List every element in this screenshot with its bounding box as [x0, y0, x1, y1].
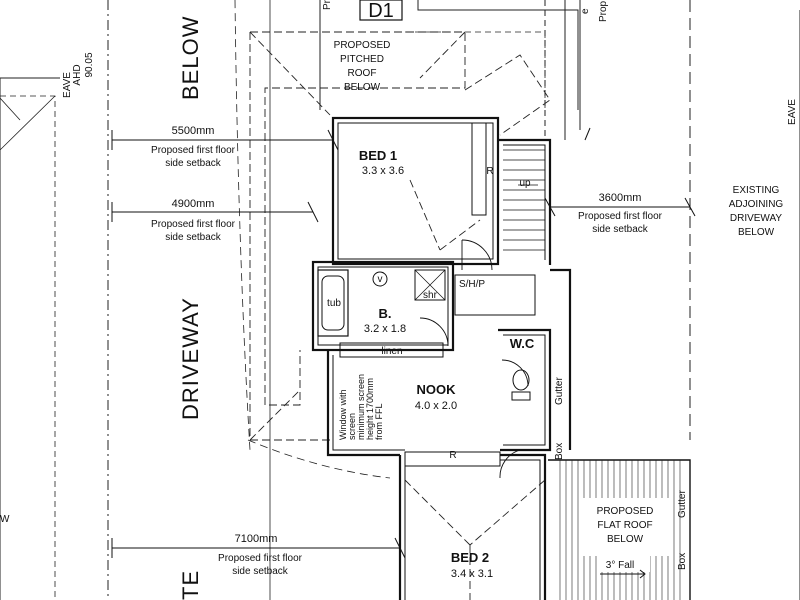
- setback-4-line1: Proposed first floor: [578, 211, 663, 222]
- existing-driveway-note-3: DRIVEWAY: [730, 213, 783, 224]
- setback-2-line2: side setback: [165, 232, 222, 243]
- bed1-size: 3.3 x 3.6: [362, 165, 404, 177]
- setback-4-line2: side setback: [592, 224, 649, 235]
- robe-label-bed1: R: [486, 166, 493, 177]
- tub-label: tub: [327, 298, 341, 309]
- stair-treads: [503, 149, 545, 251]
- linen-label: linen: [381, 346, 402, 357]
- wc-name: W.C: [510, 336, 535, 351]
- pitched-roof-note-2: PITCHED: [340, 54, 384, 65]
- flat-roof-label-bg: [580, 498, 670, 556]
- shower-label: shr: [423, 290, 438, 301]
- fall-arrow-icon: [600, 569, 646, 579]
- setback-1-line2: side setback: [165, 158, 222, 169]
- setback-3-line2: side setback: [232, 566, 289, 577]
- flat-roof-note-1: PROPOSED: [597, 506, 654, 517]
- nook-size: 4.0 x 2.0: [415, 400, 457, 412]
- vanity-label: v: [378, 274, 383, 285]
- bed2-name: BED 2: [451, 550, 489, 565]
- bottom-partial-label: TE: [178, 570, 203, 600]
- driveway-label: DRIVEWAY: [178, 297, 203, 420]
- setback-3-line1: Proposed first floor: [218, 553, 303, 564]
- pitched-roof-note-3: ROOF: [348, 68, 377, 79]
- left-partial-label: W: [0, 514, 10, 525]
- eave-left-2: AHD: [72, 64, 83, 85]
- existing-driveway-note-2: ADJOINING: [729, 199, 784, 210]
- pitched-roof-outline: [249, 31, 551, 600]
- bath-name: B.: [379, 306, 392, 321]
- svg-text:from FFL: from FFL: [374, 403, 384, 440]
- setback-2-line1: Proposed first floor: [151, 219, 236, 230]
- dimension-lines: [111, 127, 696, 559]
- svg-text:Window with: Window with: [338, 389, 348, 440]
- basin-icon: [372, 271, 388, 287]
- top-partial-label-1: Prop: [322, 0, 333, 10]
- setback-1-value: 5500mm: [172, 125, 215, 137]
- shp-label: S/H/P: [459, 279, 485, 290]
- nook-name: NOOK: [417, 382, 457, 397]
- fall-label: 3° Fall: [606, 560, 634, 571]
- setback-3-value: 7100mm: [235, 533, 278, 545]
- bed1-name: BED 1: [359, 148, 397, 163]
- bed2-size: 3.4 x 3.1: [451, 568, 493, 580]
- top-partial-label-2: Prop: [598, 0, 609, 22]
- bath-size: 3.2 x 1.8: [364, 323, 406, 335]
- svg-text:screen: screen: [347, 413, 357, 440]
- flat-roof-note-2: FLAT ROOF: [597, 520, 652, 531]
- flat-roof-note-3: BELOW: [607, 534, 644, 545]
- setback-2-value: 4900mm: [172, 198, 215, 210]
- fall-label-bg: [598, 556, 650, 572]
- pitched-roof-note-4: BELOW: [344, 82, 381, 93]
- pitched-roof-note-1: PROPOSED: [334, 40, 391, 51]
- setback-4-value: 3600mm: [599, 192, 642, 204]
- robe-label-bed2: R: [449, 450, 456, 461]
- eave-left-3: 90.05: [84, 52, 95, 77]
- existing-driveway-note-4: BELOW: [738, 227, 775, 238]
- gutter-label-2: Gutter: [677, 490, 688, 518]
- sheet-tag: D1: [359, 0, 403, 22]
- walls: [311, 116, 691, 600]
- door-swings: [419, 239, 529, 479]
- eave-right: EAVE: [787, 99, 798, 125]
- svg-text:height 1700mm: height 1700mm: [365, 378, 375, 440]
- top-partial-label-3: e: [580, 8, 591, 14]
- sheet-tag-text: D1: [368, 0, 394, 22]
- setback-1-line1: Proposed first floor: [151, 145, 236, 156]
- stair-up-label: up: [519, 178, 531, 189]
- existing-driveway-note-1: EXISTING: [733, 185, 780, 196]
- toilet-icon: [511, 369, 531, 401]
- box-label-2: Box: [677, 553, 688, 570]
- svg-text:minimum screen: minimum screen: [356, 374, 366, 440]
- box-label: Box: [554, 443, 565, 460]
- window-note: Window with screen minimum screen height…: [338, 374, 384, 440]
- below-label: BELOW: [178, 16, 203, 100]
- gutter-label: Gutter: [554, 377, 565, 405]
- eave-left-1: EAVE: [62, 72, 73, 98]
